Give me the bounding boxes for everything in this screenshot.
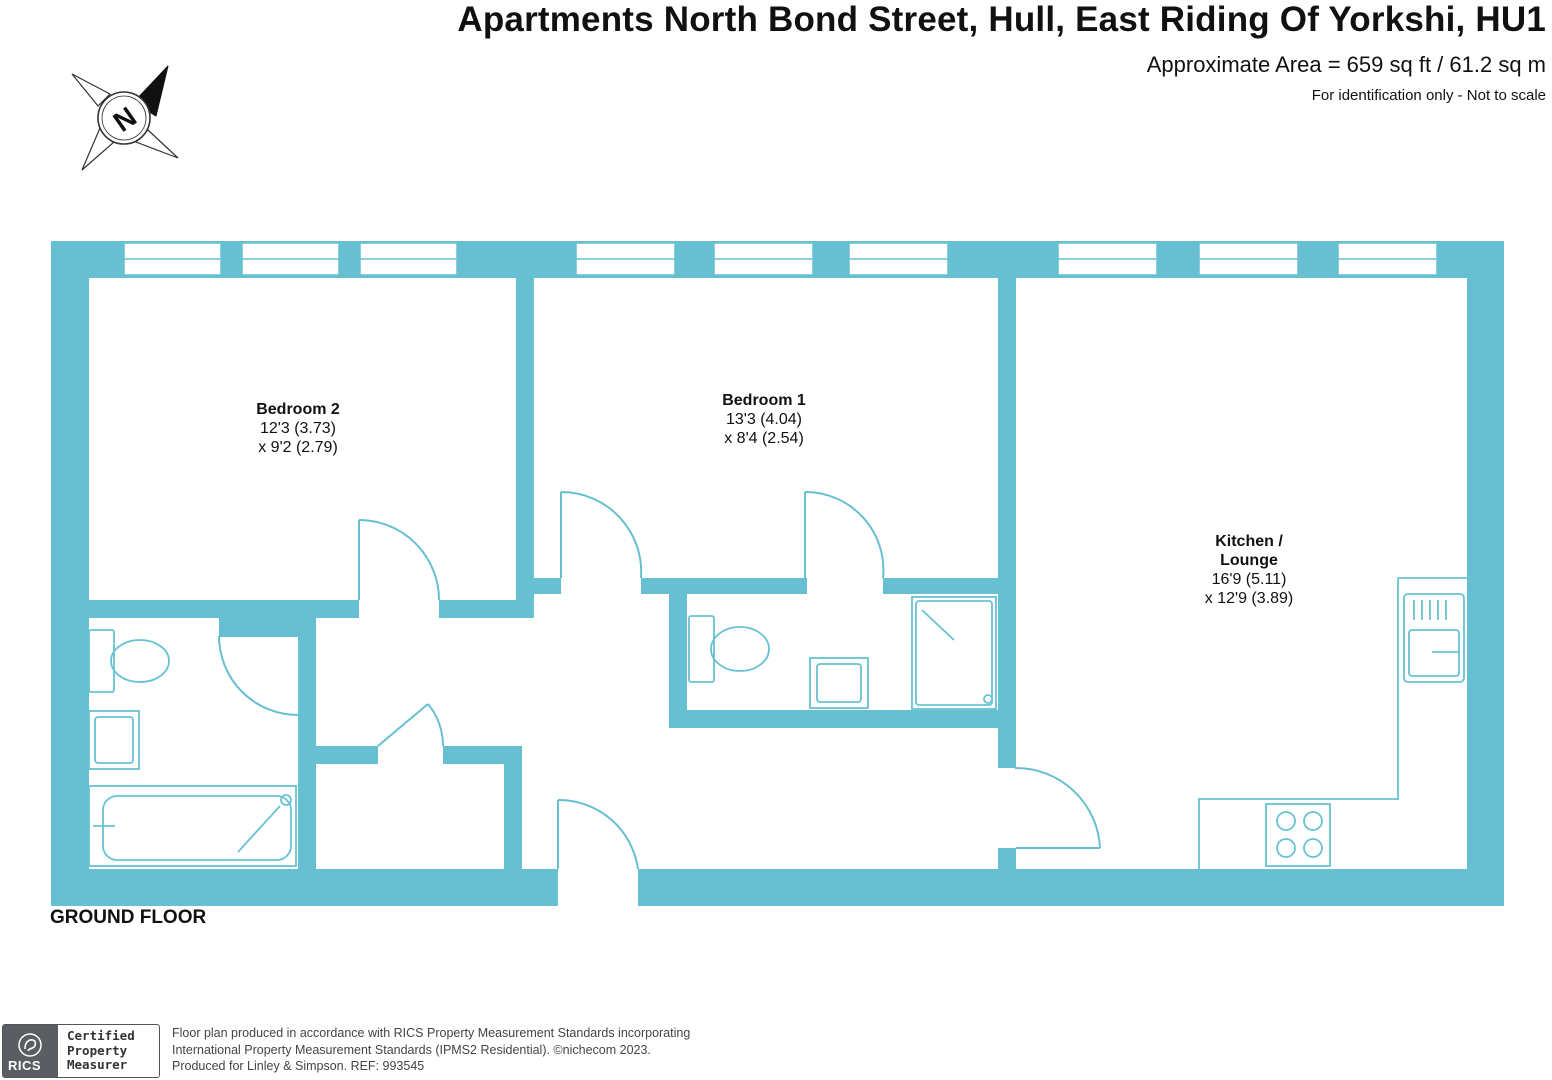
- room-dimension: x 12'9 (3.89): [1204, 590, 1294, 607]
- badge-line: Property: [67, 1042, 128, 1058]
- room-label-bedroom-2: Bedroom 2 12'3 (3.73) x 9'2 (2.79): [256, 400, 340, 457]
- rics-certified-badge: RICS Certified Property Measurer: [2, 1024, 160, 1078]
- room-name: Bedroom 2: [256, 401, 340, 418]
- area-summary: Approximate Area = 659 sq ft / 61.2 sq m: [1146, 52, 1546, 77]
- room-label-bedroom-1: Bedroom 1 13'3 (4.04) x 8'4 (2.54): [722, 391, 806, 448]
- compass-rose-icon: N: [71, 65, 179, 171]
- rics-wordmark: RICS: [8, 1058, 42, 1073]
- room-dimension: x 9'2 (2.79): [258, 439, 338, 456]
- scale-note: For identification only - Not to scale: [1311, 87, 1546, 104]
- doors: [218, 490, 1101, 870]
- footer-credits: Floor plan produced in accordance with R…: [172, 1025, 690, 1075]
- room-label-kitchen-lounge: Kitchen / Lounge 16'9 (5.11) x 12'9 (3.8…: [1205, 532, 1293, 608]
- badge-line: Certified: [67, 1028, 135, 1043]
- footer-line: Produced for Linley & Simpson. REF: 9935…: [172, 1059, 425, 1073]
- footer-line: Floor plan produced in accordance with R…: [172, 1026, 691, 1040]
- windows: [123, 242, 1438, 276]
- fixtures: [88, 577, 1467, 869]
- badge-text: Certified Property Measurer: [67, 1028, 135, 1073]
- room-dimension: 12'3 (3.73): [259, 420, 336, 437]
- footer-line: International Property Measurement Stand…: [172, 1042, 651, 1057]
- badge-line: Measurer: [67, 1057, 128, 1072]
- lion-icon: [18, 1033, 42, 1057]
- floor-label: GROUND FLOOR: [50, 907, 207, 928]
- room-dimension: 13'3 (4.04): [725, 411, 802, 428]
- rics-logo: RICS: [3, 1025, 58, 1077]
- room-name: Lounge: [1220, 552, 1278, 569]
- room-name: Kitchen /: [1215, 533, 1283, 550]
- room-name: Bedroom 1: [722, 392, 806, 409]
- room-dimension: x 8'4 (2.54): [724, 430, 804, 447]
- page-title: Apartments North Bond Street, Hull, East…: [457, 0, 1546, 39]
- room-dimension: 16'9 (5.11): [1211, 571, 1287, 588]
